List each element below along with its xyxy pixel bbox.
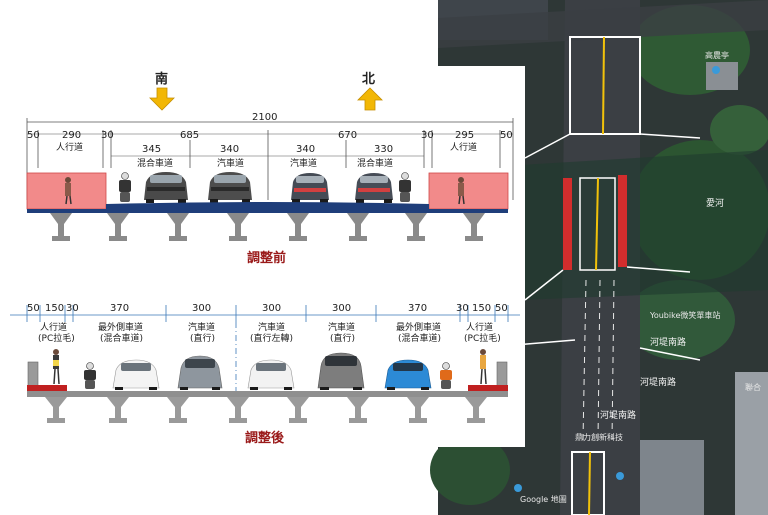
direction-south-label: 南 — [155, 71, 168, 87]
dim-before-2: 30 — [101, 130, 114, 141]
dim-after-7: 370 — [408, 303, 427, 314]
dim-after-6: 300 — [332, 303, 351, 314]
aerial-map: 愛河 高農亭 Youbike微笑單車站 河堤南路 河堤南路 河堤南路 鼎力創新科… — [430, 0, 768, 515]
scooter-icon — [119, 172, 131, 202]
pedestrian-icon — [458, 177, 465, 205]
pedestrian-icon — [53, 349, 60, 385]
after-title: 調整後 — [245, 430, 285, 446]
before-title: 調整前 — [247, 250, 286, 266]
arrow-up-icon — [357, 87, 383, 111]
lane-after-4-line1: 汽車道 — [328, 321, 355, 333]
dim-after-0: 50 — [27, 303, 40, 314]
dim-before-3: 345 — [142, 144, 161, 155]
map-river-label: 愛河 — [706, 197, 724, 209]
lane-label-mixed-right: 混合車道 — [357, 157, 393, 169]
map-road-label-2: 河堤南路 — [640, 376, 676, 388]
dim-after-4: 300 — [192, 303, 211, 314]
sidewalk-right-before — [428, 172, 509, 210]
dim-before-7: 670 — [338, 130, 357, 141]
lane-after-0-line1: 人行道 — [40, 321, 67, 333]
arrow-down-icon — [149, 87, 175, 111]
dim-before-5: 340 — [220, 144, 239, 155]
car-icon — [144, 172, 188, 203]
bridge-pier-icon — [50, 213, 485, 241]
lane-after-1-line2: (混合車道) — [100, 332, 143, 344]
before-section: 南 北 2100 50 290 30 345 685 340 340 — [26, 71, 514, 266]
dim-before-0: 50 — [27, 130, 40, 141]
lane-label-mixed-left: 混合車道 — [137, 157, 173, 169]
bridge-pier-icon — [45, 397, 487, 423]
dim-after-2: 30 — [66, 303, 79, 314]
dim-after-5: 300 — [262, 303, 281, 314]
dim-before-6: 340 — [296, 144, 315, 155]
lane-after-2-line1: 汽車道 — [188, 321, 215, 333]
map-poi-gazebo: 高農亭 — [705, 50, 729, 60]
dim-after-3: 370 — [110, 303, 129, 314]
dim-before-9: 30 — [421, 130, 434, 141]
lane-after-5-line1: 最外側車道 — [396, 321, 441, 333]
lane-after-6-line1: 人行道 — [466, 321, 493, 333]
dim-after-8: 30 — [456, 303, 469, 314]
map-pin-icon[interactable] — [616, 472, 624, 480]
direction-north-label: 北 — [362, 72, 375, 87]
car-icon — [177, 355, 223, 390]
car-icon — [355, 173, 393, 203]
lane-label-car-left: 汽車道 — [217, 157, 244, 169]
lane-after-4-line2: (直行) — [330, 332, 355, 344]
dim-before-4: 685 — [180, 130, 199, 141]
map-poi-youbike: Youbike微笑單車站 — [649, 310, 720, 320]
car-icon — [384, 359, 432, 390]
dim-after-1: 150 — [45, 303, 64, 314]
car-icon — [112, 359, 160, 390]
dim-before-8: 330 — [374, 144, 393, 155]
lane-after-5-line2: (混合車道) — [398, 332, 441, 344]
dim-before-10: 295 — [455, 130, 474, 141]
lane-label-car-right: 汽車道 — [290, 157, 317, 169]
car-icon — [317, 352, 365, 390]
railing-left — [27, 361, 39, 389]
map-road-label-3: 河堤南路 — [600, 409, 636, 421]
lane-label-sidewalk-right: 人行道 — [450, 141, 477, 153]
car-icon — [208, 172, 252, 203]
pedestrian-icon — [480, 349, 487, 385]
after-section: 50 150 30 370 300 300 300 370 30 150 50 … — [10, 303, 520, 446]
total-width-label: 2100 — [252, 112, 277, 123]
scooter-icon — [399, 172, 411, 202]
pedestrian-icon — [65, 177, 72, 205]
scooter-icon — [440, 362, 452, 389]
car-icon — [247, 359, 295, 390]
lane-label-sidewalk-left: 人行道 — [56, 141, 83, 153]
dim-before-11: 50 — [500, 130, 513, 141]
lane-after-0-line2: (PC拉毛) — [38, 332, 75, 344]
lane-after-3-line1: 汽車道 — [258, 321, 285, 333]
map-pin-icon[interactable] — [712, 66, 720, 74]
dim-after-10: 50 — [495, 303, 508, 314]
map-poi-building: 聯合 — [745, 382, 761, 392]
dim-after-9: 150 — [472, 303, 491, 314]
lane-after-6-line2: (PC拉毛) — [464, 332, 501, 344]
map-watermark: Google 地圖 — [520, 494, 567, 504]
scooter-icon — [84, 362, 96, 389]
map-poi-company: 鼎力創新科技 — [575, 432, 623, 442]
lane-after-3-line2: (直行左轉) — [250, 332, 293, 344]
lane-after-1-line1: 最外側車道 — [98, 321, 143, 333]
dim-before-1: 290 — [62, 130, 81, 141]
lane-after-2-line2: (直行) — [190, 332, 215, 344]
railing-right — [496, 361, 508, 389]
map-pin-icon[interactable] — [514, 484, 522, 492]
map-road-label-1: 河堤南路 — [650, 336, 686, 348]
car-icon — [291, 173, 329, 203]
